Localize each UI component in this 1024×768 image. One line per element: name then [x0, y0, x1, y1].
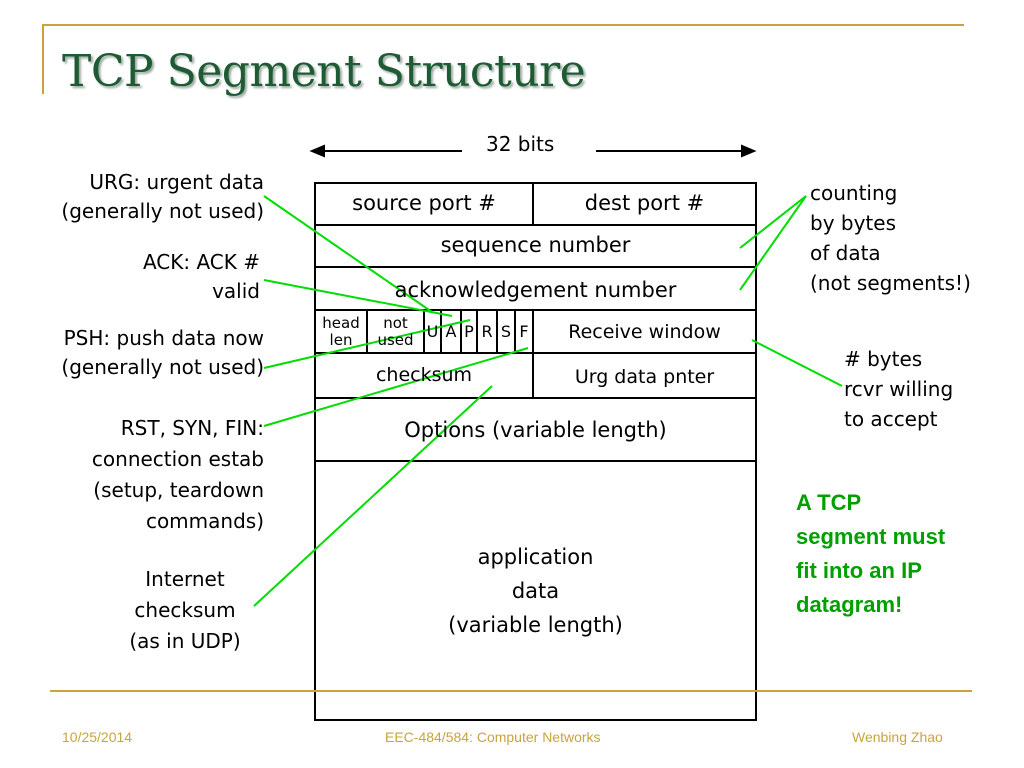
- note-rst-line-1: RST, SYN, FIN:: [120, 416, 264, 440]
- flag-fin: F: [519, 321, 529, 341]
- callout-rst: [263, 347, 529, 427]
- not-used-line-2: used: [377, 331, 414, 349]
- note-count-line-4: (not segments!): [810, 271, 971, 295]
- footer-author: Wenbing Zhao: [852, 729, 943, 745]
- field-checksum: checksum: [375, 364, 473, 386]
- note-bytes-line-2: rcvr willing: [844, 377, 954, 401]
- head-len-line-1: head: [322, 314, 360, 332]
- flag-psh: P: [464, 321, 474, 341]
- note-internet-checksum: Internet checksum (as in UDP): [110, 564, 260, 657]
- field-source-port: source port #: [352, 191, 496, 215]
- footer-date: 10/25/2014: [62, 729, 133, 745]
- highlight-line-2: segment must: [796, 524, 946, 549]
- note-rst-syn-fin: RST, SYN, FIN: connection estab (setup, …: [18, 413, 264, 537]
- field-application-data: application data (variable length): [315, 462, 756, 720]
- note-ack: ACK: ACK # valid: [60, 248, 260, 306]
- footer-rule: [50, 690, 972, 692]
- note-psh-line-2: (generally not used): [61, 355, 264, 379]
- note-count-line-2: by bytes: [810, 211, 896, 235]
- note-counting: counting by bytes of data (not segments!…: [810, 178, 971, 298]
- field-options: Options (variable length): [404, 418, 667, 442]
- bits-label: 32 bits: [486, 132, 555, 156]
- page-title: TCP Segment Structure: [62, 46, 586, 97]
- field-urg-pointer: Urg data pnter: [574, 365, 715, 388]
- field-head-len: head len: [315, 311, 367, 353]
- note-rst-line-2: connection estab: [91, 447, 264, 471]
- not-used-line-1: not: [383, 314, 408, 332]
- note-rst-line-3: (setup, teardown: [93, 478, 264, 502]
- note-bytes-line-1: # bytes: [844, 347, 923, 371]
- callout-rcvwin: [751, 339, 843, 387]
- note-urg-line-1: URG: urgent data: [89, 170, 264, 194]
- note-ack-line-1: ACK: ACK #: [142, 250, 260, 274]
- callout-ack: [263, 279, 453, 317]
- app-data-line-3: (variable length): [448, 613, 623, 637]
- flag-rst: R: [481, 321, 493, 341]
- field-receive-window: Receive window: [568, 321, 721, 343]
- note-inet-line-3: (as in UDP): [129, 629, 241, 653]
- note-psh: PSH: push data now (generally not used): [18, 324, 264, 382]
- highlight-line-3: fit into an IP: [796, 558, 922, 583]
- left-rule: [42, 24, 44, 94]
- bits-arrowhead-left: [309, 144, 325, 158]
- note-bytes-line-3: to accept: [844, 407, 938, 431]
- note-rcvr-bytes: # bytes rcvr willing to accept: [844, 344, 953, 434]
- app-data-line-1: application: [477, 545, 594, 569]
- note-inet-line-1: Internet: [145, 567, 225, 591]
- field-sequence-number: sequence number: [440, 233, 631, 257]
- note-count-line-3: of data: [810, 241, 881, 265]
- note-rst-line-4: commands): [145, 509, 264, 533]
- note-urg-line-2: (generally not used): [61, 199, 264, 223]
- segment-box: [314, 182, 757, 721]
- note-inet-line-2: checksum: [134, 598, 236, 622]
- callout-seq: [739, 195, 807, 249]
- field-dest-port: dest port #: [584, 191, 705, 215]
- flag-urg: U: [426, 321, 439, 341]
- note-urg: URG: urgent data (generally not used): [18, 168, 264, 226]
- note-count-line-1: counting: [810, 181, 898, 205]
- callout-urg: [263, 195, 433, 313]
- note-ack-line-2: valid: [212, 279, 260, 303]
- note-psh-line-1: PSH: push data now: [63, 326, 264, 350]
- footer-course: EEC-484/584: Computer Networks: [385, 729, 601, 745]
- head-len-line-2: len: [329, 331, 353, 349]
- highlight-line-4: datagram!: [796, 592, 903, 617]
- top-rule: [42, 24, 964, 26]
- app-data-line-2: data: [511, 579, 560, 603]
- bits-arrowhead-right: [741, 144, 757, 158]
- flag-ack: A: [445, 321, 457, 341]
- flag-syn: S: [500, 321, 512, 341]
- field-not-used: not used: [367, 311, 424, 353]
- highlight-note: A TCP segment must fit into an IP datagr…: [796, 486, 945, 622]
- callout-ackno: [739, 195, 807, 291]
- field-ack-number: acknowledgement number: [394, 278, 677, 302]
- highlight-line-1: A TCP: [796, 490, 862, 515]
- callout-psh: [263, 319, 471, 369]
- callout-checksum: [253, 385, 493, 607]
